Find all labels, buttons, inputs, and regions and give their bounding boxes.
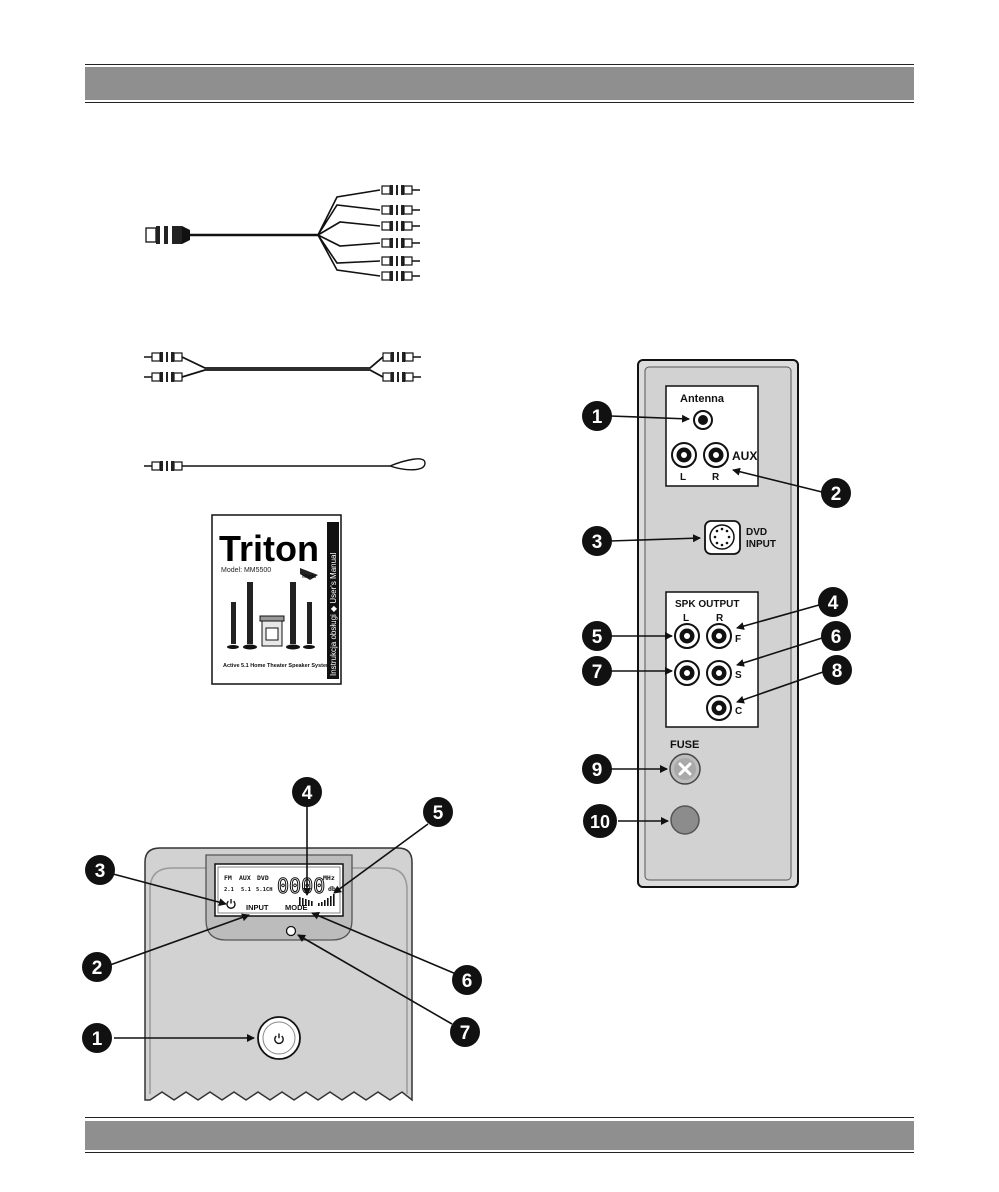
- rca-plug: [382, 238, 420, 248]
- cable-dvd-to-rca: [146, 185, 420, 281]
- callout-badge: 10: [583, 804, 617, 838]
- spk-c-label: C: [735, 706, 742, 717]
- callout-badge: 4: [818, 587, 848, 617]
- spk-front-left-jack[interactable]: [675, 624, 699, 648]
- rca-plug: [382, 256, 420, 266]
- aux-label: AUX: [732, 449, 757, 463]
- callout-badge: 5: [423, 797, 453, 827]
- svg-text:4: 4: [828, 593, 839, 614]
- antenna-jack[interactable]: [694, 411, 712, 429]
- rca-plug: [382, 221, 420, 231]
- svg-text:5: 5: [592, 627, 603, 648]
- callout-badge: 7: [582, 656, 612, 686]
- svg-text:4: 4: [302, 783, 313, 804]
- speaker-output-section: SPK OUTPUT L R F S C: [666, 592, 758, 727]
- callout-badge: 5: [582, 621, 612, 651]
- svg-text:7: 7: [592, 662, 603, 683]
- svg-text:Manta: Manta: [302, 574, 316, 580]
- svg-text:2: 2: [831, 484, 842, 505]
- svg-text:1: 1: [592, 407, 603, 428]
- lcd-mhz: MHz: [323, 874, 335, 882]
- lcd-51ch: 5.1CH: [256, 887, 273, 893]
- callout-badge: 8: [822, 655, 852, 685]
- dvd-label-2: INPUT: [746, 539, 776, 550]
- callout-badge: 6: [452, 965, 482, 995]
- spk-f-label: F: [735, 634, 741, 645]
- lcd-digits: 0000: [277, 874, 325, 898]
- aux-right-jack[interactable]: [704, 443, 728, 467]
- power-button[interactable]: [258, 1017, 300, 1059]
- lcd-aux: AUX: [239, 874, 251, 882]
- lcd-display: FM AUX DVD 2.1 5.1 5.1CH 0000 MHz db: [215, 864, 343, 916]
- callout-badge: 6: [821, 621, 851, 651]
- front-panel: FM AUX DVD 2.1 5.1 5.1CH 0000 MHz db INP…: [145, 848, 412, 1100]
- svg-text:7: 7: [460, 1023, 471, 1044]
- spk-l-label: L: [683, 613, 689, 624]
- spk-output-label: SPK OUTPUT: [675, 599, 739, 610]
- svg-text:6: 6: [831, 627, 842, 648]
- spk-center-jack[interactable]: [707, 696, 731, 720]
- lcd-51: 5.1: [241, 887, 252, 893]
- mode-label: MODE: [285, 903, 308, 912]
- user-manual-booklet: Triton Model: MM5500 Instrukcja obsługi …: [212, 515, 341, 684]
- input-label: INPUT: [246, 903, 269, 912]
- manual-tagline: Active 5.1 Home Theater Speaker System: [223, 663, 331, 669]
- manual-model: Model: MM5500: [221, 567, 271, 574]
- antenna-aux-section: Antenna AUX L R: [666, 386, 758, 486]
- lcd-dvd: DVD: [257, 874, 269, 882]
- lcd-fm: FM: [224, 874, 232, 882]
- antenna-label: Antenna: [680, 393, 725, 405]
- dvd-label-1: DVD: [746, 527, 767, 538]
- svg-text:1: 1: [92, 1029, 103, 1050]
- spk-surround-right-jack[interactable]: [707, 661, 731, 685]
- fm-antenna-wire: [144, 459, 425, 471]
- fuse-label: FUSE: [670, 739, 699, 751]
- aux-left-jack[interactable]: [672, 443, 696, 467]
- callout-badge: 2: [821, 478, 851, 508]
- svg-text:8: 8: [832, 661, 843, 682]
- svg-text:5: 5: [433, 803, 444, 824]
- spk-r-label: R: [716, 613, 724, 624]
- svg-text:3: 3: [592, 532, 603, 553]
- power-cord-outlet: [671, 806, 699, 834]
- callout-badge: 1: [582, 401, 612, 431]
- svg-text:9: 9: [592, 760, 603, 781]
- manual-brand: Triton: [219, 528, 319, 569]
- callout-badge: 7: [450, 1017, 480, 1047]
- callout-badge: 3: [85, 855, 115, 885]
- spk-surround-left-jack[interactable]: [675, 661, 699, 685]
- aux-l-label: L: [680, 472, 686, 483]
- rca-plug: [382, 205, 420, 215]
- rca-plug: [382, 271, 420, 281]
- svg-text:10: 10: [590, 812, 610, 832]
- spk-s-label: S: [735, 670, 742, 681]
- callout-badge: 2: [82, 952, 112, 982]
- lcd-21: 2.1: [224, 887, 235, 893]
- rca-plug: [382, 185, 420, 195]
- svg-text:6: 6: [462, 971, 473, 992]
- spk-front-right-jack[interactable]: [707, 624, 731, 648]
- callout-badge: 9: [582, 754, 612, 784]
- callout-badge: 4: [292, 777, 322, 807]
- cable-rca-stereo: [144, 352, 421, 382]
- ir-receiver-sensor: [287, 927, 296, 936]
- fuse-holder[interactable]: [670, 754, 700, 784]
- callout-badge: 1: [82, 1023, 112, 1053]
- rca-plug: [383, 372, 421, 382]
- svg-text:2: 2: [92, 958, 103, 979]
- aux-r-label: R: [712, 472, 720, 483]
- dvd-plug: [146, 226, 190, 244]
- dvd-input-port[interactable]: [705, 521, 740, 554]
- svg-text:3: 3: [95, 861, 106, 882]
- rear-panel: Antenna AUX L R DVD INPUT SPK OUTPUT L R: [638, 360, 798, 887]
- manual-spine: Instrukcja obsługi ◆ User's Manual: [329, 552, 338, 676]
- rca-plug: [383, 352, 421, 362]
- callout-badge: 3: [582, 526, 612, 556]
